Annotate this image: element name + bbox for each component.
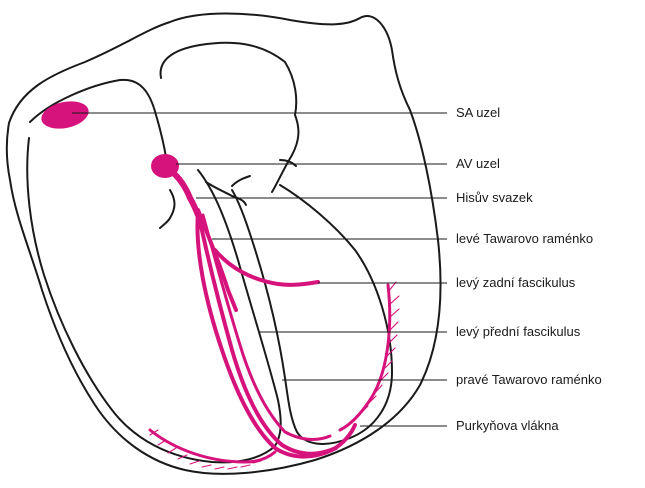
label-left-bundle-branch: levé Tawarovo raménko <box>456 231 593 246</box>
label-purkinje-fibers: Purkyňova vlákna <box>456 418 559 433</box>
heart-outer-wall <box>7 14 441 474</box>
labels: SA uzel AV uzel Hisův svazek levé Tawaro… <box>456 105 602 433</box>
tricuspid-valve <box>160 190 175 228</box>
conduction-system <box>39 97 355 456</box>
label-left-anterior-fascicle: levý přední fascikulus <box>456 324 581 339</box>
right-bundle-inner <box>203 215 330 439</box>
right-bundle-branch <box>198 212 336 454</box>
label-sa-node: SA uzel <box>456 105 500 120</box>
label-av-node: AV uzel <box>456 156 500 171</box>
mitral-valve-leaflet <box>232 176 250 186</box>
label-left-posterior-fascicle: levý zadní fascikulus <box>456 275 576 290</box>
left-ventricle-inner-wall <box>27 138 280 462</box>
right-chamber-inner-wall <box>161 43 299 192</box>
sa-node <box>39 97 91 132</box>
label-right-bundle-branch: pravé Tawarovo raménko <box>456 372 602 387</box>
label-his-bundle: Hisův svazek <box>456 190 533 205</box>
left-posterior-fascicle <box>215 250 318 285</box>
